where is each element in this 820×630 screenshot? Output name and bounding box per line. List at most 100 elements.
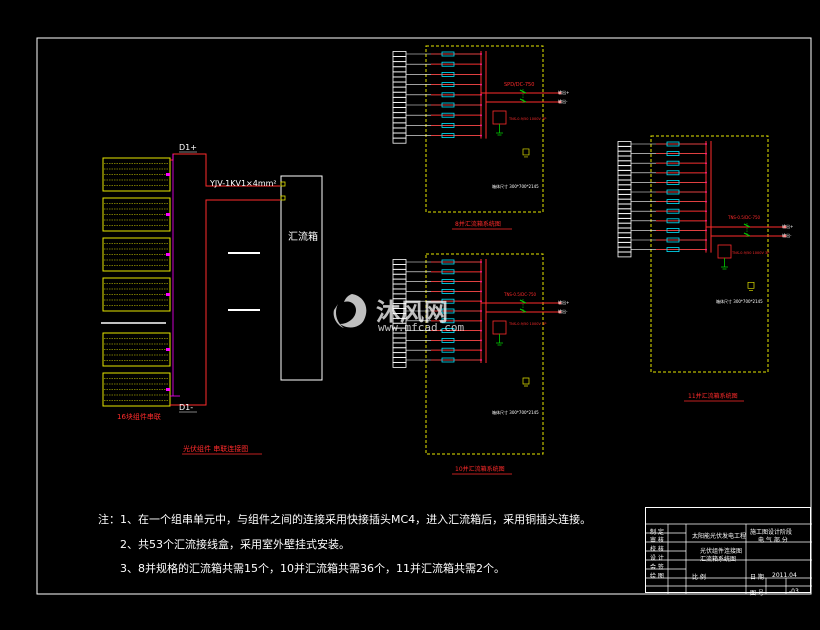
combiner-box-11 (617, 135, 787, 402)
tb-no-label: 图 号 (750, 590, 764, 597)
input-terminal (617, 193, 632, 200)
input-terminal (392, 81, 407, 88)
fuse (666, 179, 680, 185)
box8-spd-label: SPD/DC-750 (504, 82, 534, 88)
output-terminal (558, 100, 562, 104)
input-terminal (392, 273, 407, 280)
tb-drawing-name-1: 光伏组件连接图 (700, 548, 743, 555)
ground-icon (496, 342, 503, 346)
output-terminal (558, 301, 562, 305)
input-terminal (617, 169, 632, 176)
monitor-icon (522, 148, 530, 158)
tb-row-4: 设 计 (650, 555, 664, 562)
fuse (441, 112, 455, 118)
input-terminal (617, 145, 632, 152)
cable-label: YJV-1KV1×4mm² (209, 179, 277, 188)
input-terminal (392, 71, 407, 78)
fuse (666, 141, 680, 147)
box10-out-plus: 输出+ (558, 299, 569, 305)
input-terminal (392, 137, 407, 144)
box10-size-label: 箱体尺寸 300*700*2145 (492, 409, 539, 415)
output-terminal (558, 91, 562, 95)
fuse (441, 259, 455, 265)
input-terminal (617, 160, 632, 167)
input-terminal (392, 352, 407, 359)
input-terminal (392, 56, 407, 62)
tb-row-2: 审 核 (650, 537, 664, 544)
box11-out-minus: 输出- (782, 232, 792, 238)
watermark-logo-icon (333, 294, 367, 328)
box11-spd-label: TNS-0.5/DC-750 (727, 215, 761, 220)
title-block-grid (646, 523, 812, 594)
note-line-2: 2、共53个汇流接线盒，采用室外壁挂式安装。 (120, 538, 350, 551)
input-terminal (617, 251, 632, 258)
fuse (666, 199, 680, 205)
input-terminal (617, 184, 632, 191)
fuse (441, 288, 455, 294)
d1-minus-label: D1- (179, 403, 193, 412)
fuse (666, 247, 680, 253)
fuse (666, 227, 680, 233)
watermark-url: www.mfcad.com (378, 321, 465, 334)
fuse (666, 237, 680, 243)
input-terminal (617, 246, 632, 253)
fuse (441, 82, 455, 87)
fuse (666, 151, 680, 157)
input-terminal (392, 361, 407, 368)
combiner-box-10 (392, 253, 562, 475)
input-terminal (617, 165, 632, 171)
input-terminal (617, 213, 632, 219)
box8-breaker-label: TNS-0.9/50 1000V 3P (508, 117, 546, 121)
input-terminal (392, 86, 407, 93)
fuse (441, 72, 455, 77)
input-terminal (392, 112, 407, 119)
monitor-icon (522, 377, 530, 387)
spd-arrester-icon (717, 244, 732, 259)
box8-caption: 8并汇流箱系统图 (455, 220, 501, 228)
tb-row-5: 会 签 (650, 564, 664, 571)
box8-size-label: 箱体尺寸 300*700*2145 (492, 183, 539, 189)
string-label: 16块组件串联 (117, 412, 161, 421)
fuse (666, 218, 680, 224)
pv-module-connector (166, 253, 170, 256)
fuse (441, 61, 455, 67)
input-terminal (392, 278, 407, 285)
fuse (666, 170, 680, 176)
box10-caption: 10并汇流箱系统图 (455, 465, 505, 473)
fuse (441, 123, 455, 128)
input-terminal (392, 132, 407, 139)
d1-plus-label: D1+ (179, 143, 197, 152)
input-terminal (617, 141, 632, 147)
tb-no-value: -03 (789, 588, 799, 595)
fuse (666, 160, 680, 166)
input-terminal (392, 107, 407, 113)
watermark-text: 沐风网 (376, 298, 448, 326)
input-terminal (617, 217, 632, 224)
tb-phase: 施工图设计阶段 (750, 529, 793, 536)
input-terminal (617, 198, 632, 205)
tb-row-1: 制 定 (650, 529, 664, 536)
tb-row-6: 绘 图 (650, 573, 664, 580)
input-terminal (392, 342, 407, 349)
input-terminal (617, 179, 632, 186)
fuse (441, 298, 455, 304)
fuse (441, 269, 455, 275)
spd-arrester-icon (492, 110, 507, 125)
input-terminal (392, 357, 407, 363)
combiner-terminal-minus (280, 195, 286, 201)
output-terminal (783, 225, 787, 229)
combiner-box-label: 汇流箱 (288, 230, 318, 243)
input-terminal (392, 97, 407, 103)
input-terminal (392, 91, 407, 98)
combiner-terminal-plus (280, 181, 286, 187)
input-terminal (617, 237, 632, 243)
drawing-frame (36, 37, 812, 595)
tb-drawing-name-2: 汇流箱系统图 (700, 556, 737, 563)
input-terminal (392, 51, 407, 57)
fuse (441, 279, 455, 285)
input-terminal (392, 347, 407, 354)
tb-row-3: 校 核 (650, 546, 664, 553)
monitor-icon (747, 281, 755, 291)
combiner-box-border (425, 253, 544, 455)
